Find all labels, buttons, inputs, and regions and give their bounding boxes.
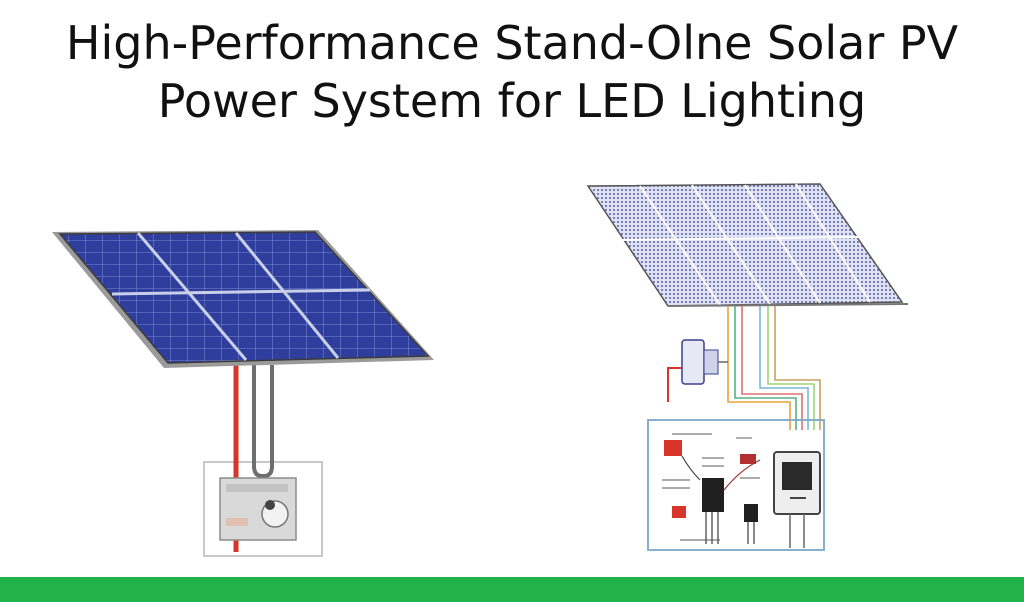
control-board	[647, 419, 825, 551]
module-icon	[702, 478, 724, 512]
module-pins	[705, 512, 755, 544]
red-component-icon-3	[740, 454, 756, 464]
title-line-2: Power System for LED Lighting	[157, 74, 867, 128]
module-icon-2	[744, 504, 758, 522]
page-title: High-Performance Stand-Olne Solar PV Pow…	[0, 14, 1024, 130]
footer-bar	[0, 577, 1024, 602]
charge-controller-icon	[773, 451, 821, 548]
solar-panel-icon	[58, 231, 430, 364]
base-outline	[203, 461, 323, 557]
left-solar-system	[52, 230, 434, 557]
red-component-icon-2	[672, 506, 686, 518]
board-annotations	[662, 433, 760, 541]
sensor-icon	[667, 339, 728, 402]
right-wiring-diagram	[586, 183, 909, 551]
junction-box-icon	[219, 477, 297, 541]
red-component-icon	[664, 440, 682, 456]
panel-wires	[727, 306, 821, 430]
sketch-solar-panel-icon	[586, 183, 909, 307]
title-line-1: High-Performance Stand-Olne Solar PV	[65, 16, 959, 70]
gray-conduit	[252, 365, 274, 478]
